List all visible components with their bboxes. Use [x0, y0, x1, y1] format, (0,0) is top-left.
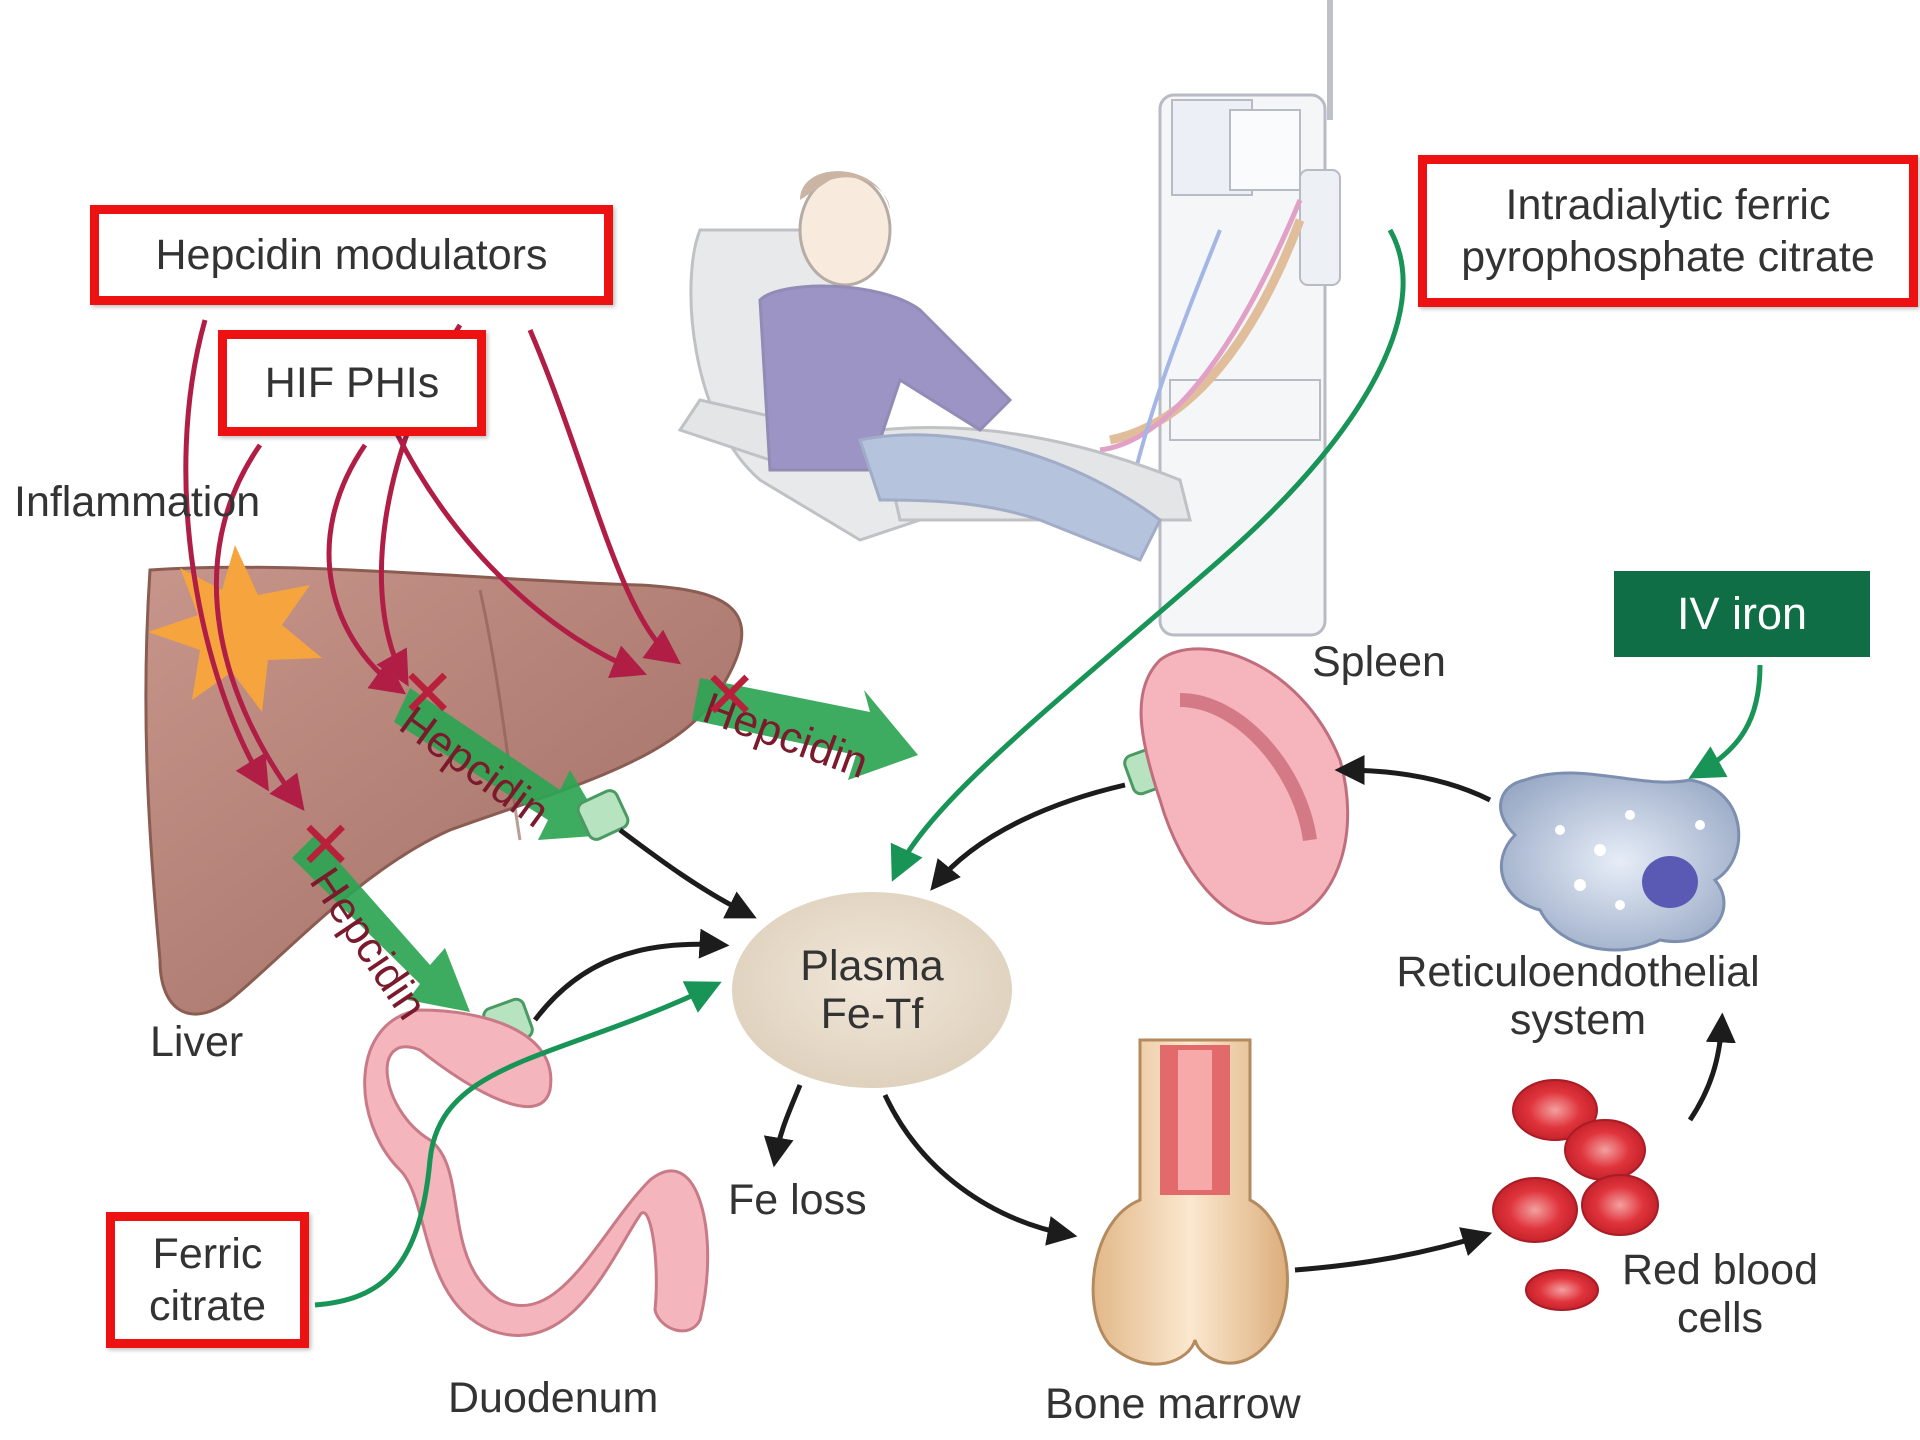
- plasma-label-line1: Plasma: [772, 942, 972, 990]
- bone-marrow-organ: [1093, 1040, 1287, 1364]
- liver-label: Liver: [150, 1018, 243, 1066]
- rbc-label-line2: cells: [1600, 1294, 1840, 1342]
- duodenum-label: Duodenum: [448, 1374, 658, 1422]
- hif-phis-box: HIF PHIs: [218, 330, 486, 436]
- spleen-label: Spleen: [1312, 638, 1446, 686]
- plasma-label-line2: Fe-Tf: [772, 990, 972, 1038]
- rbc-label-line1: Red blood: [1600, 1246, 1840, 1294]
- plasma-label: Plasma Fe-Tf: [772, 942, 972, 1038]
- ferric-citrate-line1: Ferric: [149, 1228, 266, 1280]
- res-label-line1: Reticuloendothelial: [1378, 948, 1778, 996]
- ferric-citrate-box: Ferric citrate: [106, 1212, 309, 1348]
- hif-phis-label: HIF PHIs: [265, 357, 439, 409]
- inflammation-label: Inflammation: [14, 478, 260, 526]
- duodenum-organ: [365, 1010, 708, 1336]
- spleen-organ: [1141, 649, 1348, 924]
- reticuloendothelial-cell: [1501, 773, 1739, 950]
- iv-iron-box: IV iron: [1614, 571, 1870, 657]
- res-label: Reticuloendothelial system: [1378, 948, 1778, 1044]
- cross-icon: ✕: [400, 660, 455, 726]
- res-label-line2: system: [1378, 996, 1778, 1044]
- hepcidin-modulators-label: Hepcidin modulators: [156, 229, 548, 281]
- hepcidin-modulators-box: Hepcidin modulators: [90, 205, 613, 305]
- bone-marrow-label: Bone marrow: [1045, 1380, 1301, 1428]
- rbc-label: Red blood cells: [1600, 1246, 1840, 1342]
- iv-iron-label: IV iron: [1677, 588, 1807, 640]
- intradialytic-label-line1: Intradialytic ferric: [1461, 179, 1875, 231]
- intradialytic-label-line2: pyrophosphate citrate: [1461, 231, 1875, 283]
- cross-icon: ✕: [298, 812, 353, 878]
- fe-loss-label: Fe loss: [728, 1176, 867, 1224]
- cross-icon: ✕: [702, 662, 757, 728]
- intradialytic-fpc-box: Intradialytic ferric pyrophosphate citra…: [1418, 155, 1918, 307]
- ferric-citrate-line2: citrate: [149, 1280, 266, 1332]
